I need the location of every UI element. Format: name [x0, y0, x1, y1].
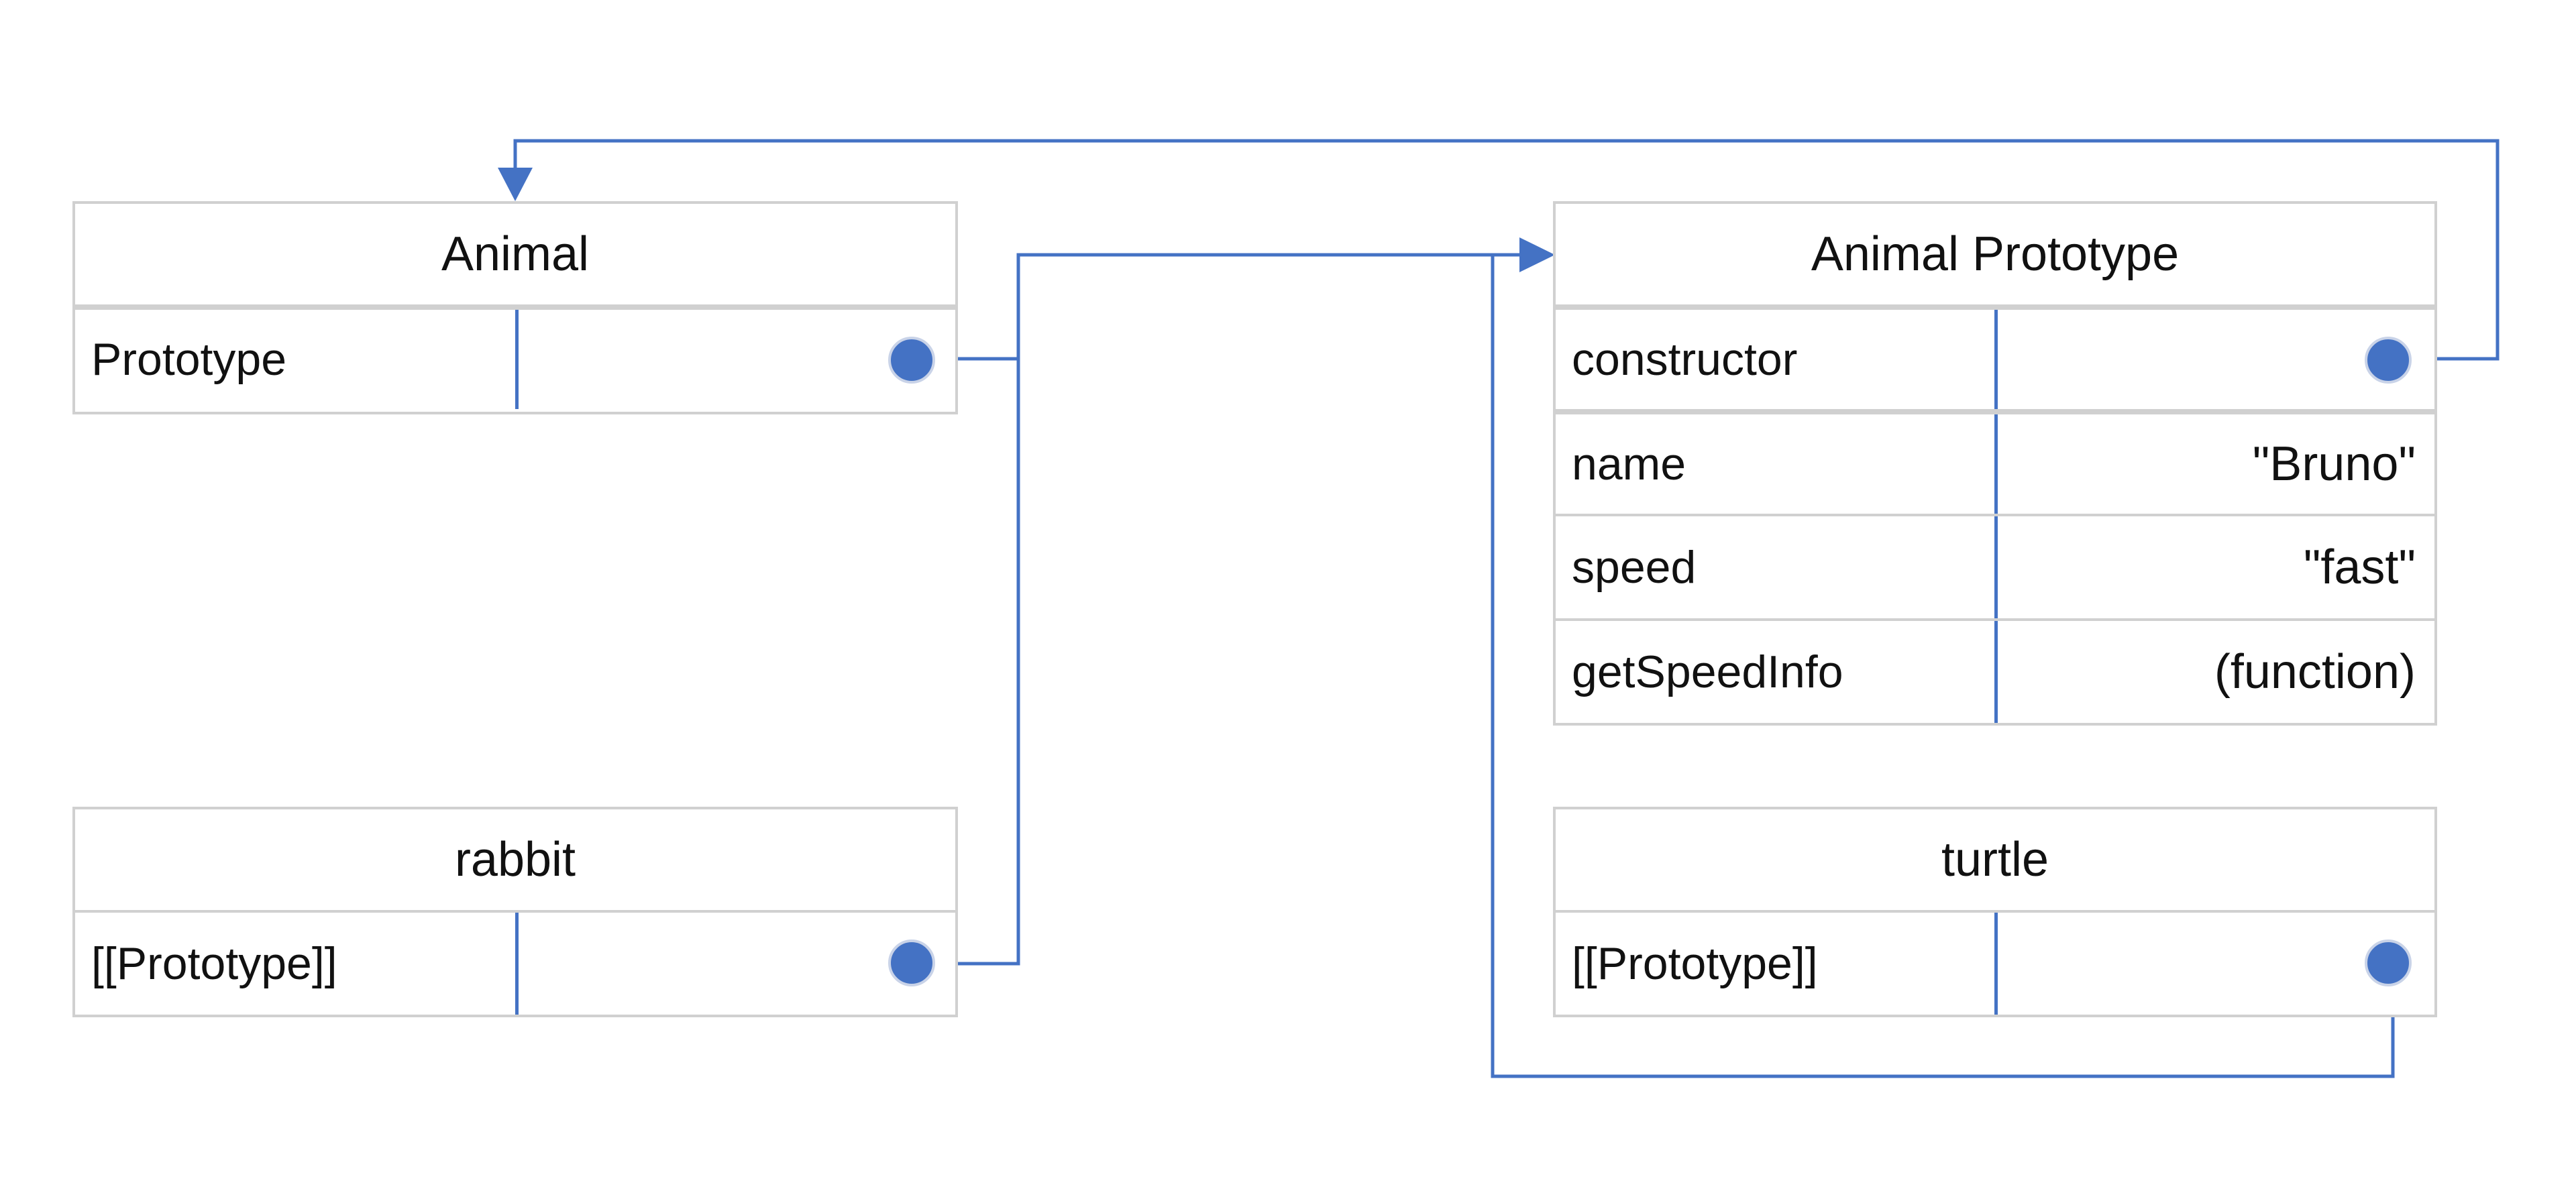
arrowhead-to-animal — [498, 168, 533, 201]
animal-prototype-title: Animal Prototype — [1811, 227, 2180, 281]
row-key: constructor — [1572, 334, 1798, 385]
animal-prototype-box: Animal Prototype constructor name "Bruno… — [1553, 201, 2437, 726]
rabbit-title: rabbit — [454, 833, 576, 887]
row-key: getSpeedInfo — [1572, 646, 1843, 697]
row-key: [[Prototype]] — [91, 938, 337, 989]
animal-prototype-row-getspeedinfo: getSpeedInfo (function) — [1556, 618, 2434, 723]
arrowhead-to-animal-prototype — [1519, 237, 1555, 272]
column-divider — [515, 913, 519, 1015]
animal-prototype-row-speed: speed "fast" — [1556, 514, 2434, 618]
connector-turtle-to-animal-prototype — [1491, 255, 2395, 1078]
connector-animal-prototype-to-animal-prototype-box — [958, 253, 1526, 361]
row-key: speed — [1572, 542, 1697, 593]
turtle-box: turtle [[Prototype]] — [1553, 807, 2437, 1017]
pointer-dot — [2365, 939, 2412, 986]
animal-row-key: Prototype — [91, 334, 287, 385]
row-key: name — [1572, 439, 1686, 490]
pointer-dot — [888, 939, 935, 986]
pointer-dot — [2365, 337, 2412, 384]
connector-rabbit-to-animal-prototype — [958, 255, 1020, 966]
column-divider — [515, 310, 519, 409]
rabbit-row-prototype: [[Prototype]] — [75, 910, 955, 1015]
animal-prototype-row-name: name "Bruno" — [1556, 409, 2434, 514]
turtle-title: turtle — [1941, 833, 2049, 887]
animal-title: Animal — [441, 227, 590, 281]
column-divider — [1994, 414, 1998, 514]
row-key: [[Prototype]] — [1572, 938, 1818, 989]
rabbit-box: rabbit [[Prototype]] — [72, 807, 958, 1017]
column-divider — [1994, 621, 1998, 723]
row-value: "fast" — [2303, 540, 2416, 594]
column-divider — [1994, 310, 1998, 409]
connector-constructor-to-animal — [513, 139, 2500, 361]
animal-box: Animal Prototype — [72, 201, 958, 414]
row-value: "Bruno" — [2252, 437, 2416, 491]
row-value: (function) — [2214, 645, 2416, 699]
animal-row-prototype: Prototype — [75, 304, 955, 409]
pointer-dot — [888, 337, 935, 384]
turtle-row-prototype: [[Prototype]] — [1556, 910, 2434, 1015]
column-divider — [1994, 516, 1998, 618]
column-divider — [1994, 913, 1998, 1015]
animal-prototype-row-constructor: constructor — [1556, 304, 2434, 409]
